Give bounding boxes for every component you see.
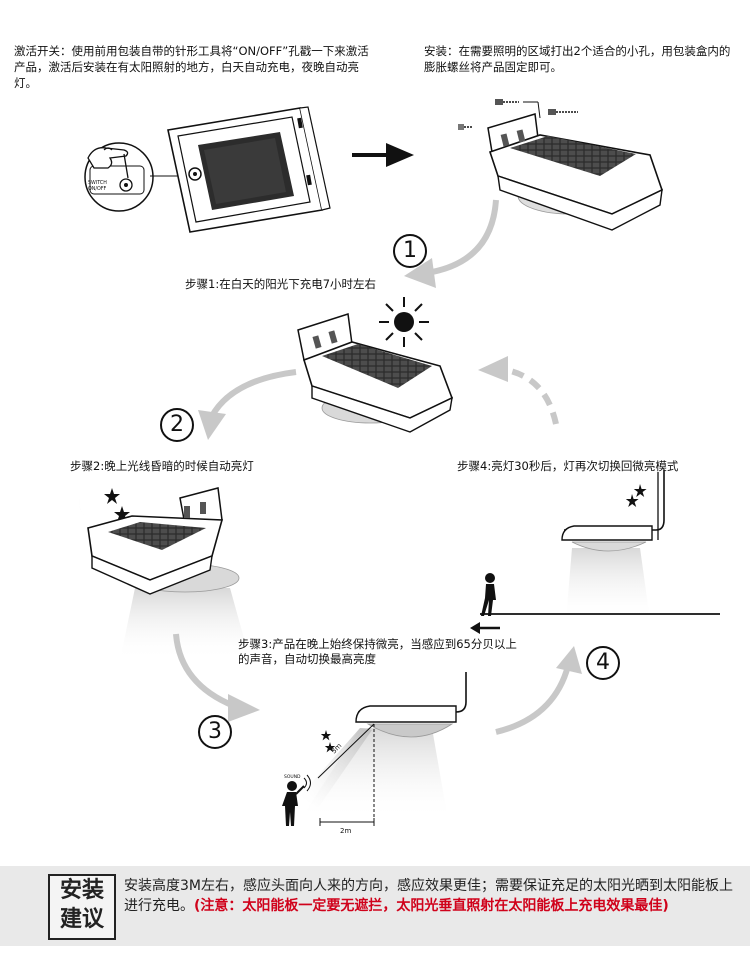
light-night-on: [87, 487, 250, 660]
badge-line-1: 安装: [59, 878, 104, 903]
activation-text: 使用前用包装自带的针形工具将“ON/OFF”孔戳一下来激活产品，激活后安装在有太…: [14, 44, 369, 90]
light-top-view: [167, 106, 331, 233]
switch-inset: SWITCH ON/OFF: [84, 142, 188, 212]
sound-label: SOUND: [284, 774, 301, 780]
light-side-view-bright: [300, 672, 467, 826]
moon-stars-small-icon: [305, 728, 336, 753]
install-advice-footer: 安装 建议 安装高度3M左右，感应头面向人来的方向，感应效果更佳；需要保证充足的…: [0, 866, 750, 946]
curved-arrow-step2: [209, 369, 297, 418]
moon-stars-icon: [79, 486, 130, 522]
curved-arrow-step3: [173, 633, 236, 709]
step-number-4: 4: [586, 646, 620, 680]
step-number-1: 1: [393, 234, 427, 268]
install-label: 安装：: [424, 44, 459, 58]
badge-line-2: 建议: [59, 907, 104, 932]
install-text: 在需要照明的区域打出2个适合的小孔，用包装盒内的膨胀螺丝将产品固定即可。: [424, 44, 731, 74]
curved-arrow-step4: [495, 665, 571, 735]
screws-icon: [458, 99, 578, 130]
step-number-3: 3: [198, 715, 232, 749]
install-instruction: 安装：在需要照明的区域打出2个适合的小孔，用包装盒内的膨胀螺丝将产品固定即可。: [424, 43, 740, 75]
step-1-caption: 步骤1:在白天的阳光下充电7小时左右: [185, 277, 377, 291]
switch-label-bottom: ON/OFF: [88, 186, 107, 192]
sun-icon: [379, 297, 429, 347]
activation-instruction: 激活开关：使用前用包装自带的针形工具将“ON/OFF”孔戳一下来激活产品，激活后…: [14, 43, 374, 91]
install-advice-badge: 安装 建议: [48, 874, 116, 940]
installed-light: [487, 113, 663, 231]
usage-diagram: SWITCH ON/OFF: [79, 99, 720, 835]
moon-stars-right-icon: [625, 478, 684, 510]
arrow-left-icon: [470, 622, 500, 634]
arrow-right-icon: [352, 143, 414, 167]
curved-arrow-step1: [431, 199, 499, 275]
advice-text: 安装高度3M左右，感应头面向人来的方向，感应效果更佳；需要保证充足的太阳光晒到太…: [124, 878, 733, 914]
step-2-caption: 步骤2:晚上光线昏暗的时候自动亮灯: [70, 459, 254, 473]
dashed-arrow-step4: [505, 367, 559, 425]
advice-warning: (注意：太阳能板一定要无遮拦，太阳光垂直照射在太阳能板上充电效果最佳): [194, 898, 669, 914]
person-icon: [481, 573, 496, 616]
step-3-caption: 步骤3:产品在晚上始终保持微亮，当感应到65分贝以上的声音，自动切换最高亮度: [238, 637, 517, 666]
activation-label: 激活开关：: [14, 44, 72, 58]
step-4-caption: 步骤4:亮灯30秒后，灯再次切换回微亮模式: [457, 459, 679, 473]
hand-icon: [87, 147, 129, 169]
light-charging: [297, 313, 454, 433]
person-sound-icon: [282, 774, 311, 826]
light-side-view-dim: [561, 470, 665, 620]
install-advice-text: 安装高度3M左右，感应头面向人来的方向，感应效果更佳；需要保证充足的太阳光晒到太…: [124, 876, 734, 916]
distance-2m-label: 2m: [340, 827, 351, 835]
switch-label-top: SWITCH: [88, 180, 107, 186]
step-number-2: 2: [160, 408, 194, 442]
